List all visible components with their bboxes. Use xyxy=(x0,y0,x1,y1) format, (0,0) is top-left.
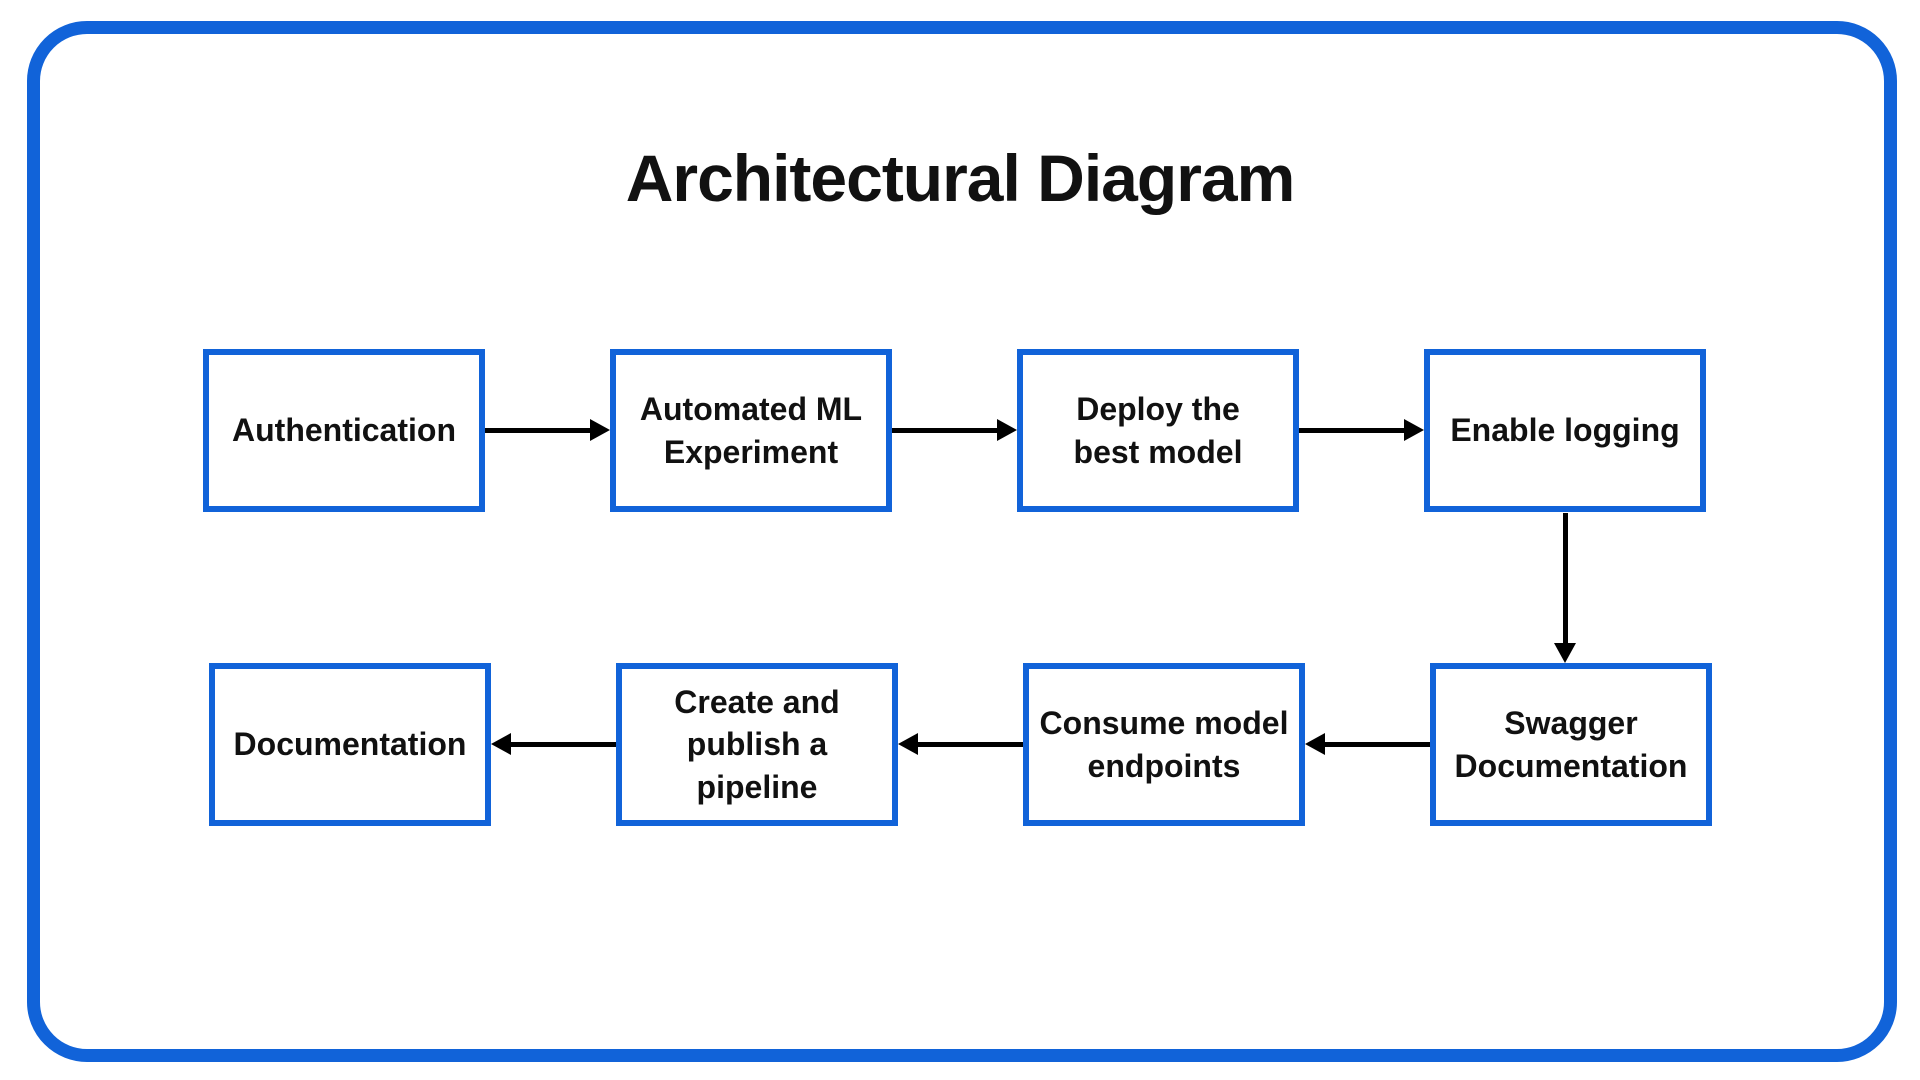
arrow-line xyxy=(892,428,1001,433)
arrowhead-right-icon xyxy=(590,419,610,441)
node-automated-ml-experiment: Automated ML Experiment xyxy=(610,349,892,512)
node-swagger-documentation-label: Swagger Documentation xyxy=(1454,705,1688,784)
node-consume-model-endpoints-label: Consume model endpoints xyxy=(1039,705,1289,784)
arrow-swagger-to-consume xyxy=(1305,732,1430,756)
arrow-automated-ml-to-deploy xyxy=(892,418,1017,442)
node-authentication: Authentication xyxy=(203,349,485,512)
arrow-line xyxy=(1321,742,1430,747)
node-create-publish-pipeline: Create and publish a pipeline xyxy=(616,663,898,826)
arrow-consume-to-pipeline xyxy=(898,732,1023,756)
arrow-authentication-to-automated-ml xyxy=(485,418,610,442)
arrowhead-left-icon xyxy=(898,733,918,755)
node-swagger-documentation: Swagger Documentation xyxy=(1430,663,1712,826)
arrow-line xyxy=(507,742,616,747)
node-consume-model-endpoints: Consume model endpoints xyxy=(1023,663,1305,826)
arrow-deploy-to-enable-logging xyxy=(1299,418,1424,442)
arrow-line xyxy=(485,428,594,433)
node-enable-logging: Enable logging xyxy=(1424,349,1706,512)
arrow-line xyxy=(914,742,1023,747)
arrow-line xyxy=(1299,428,1408,433)
arrow-enable-logging-to-swagger xyxy=(1553,513,1577,663)
arrowhead-right-icon xyxy=(997,419,1017,441)
node-automated-ml-experiment-label: Automated ML Experiment xyxy=(639,391,863,470)
arrowhead-left-icon xyxy=(1305,733,1325,755)
node-documentation-label: Documentation xyxy=(233,726,467,763)
node-enable-logging-label: Enable logging xyxy=(1450,412,1680,449)
outer-border-frame xyxy=(27,21,1897,1062)
node-documentation: Documentation xyxy=(209,663,491,826)
arrowhead-right-icon xyxy=(1404,419,1424,441)
arrowhead-down-icon xyxy=(1554,643,1576,663)
node-create-publish-pipeline-label: Create and publish a pipeline xyxy=(674,684,840,805)
arrowhead-left-icon xyxy=(491,733,511,755)
node-deploy-best-model: Deploy the best model xyxy=(1017,349,1299,512)
diagram-title: Architectural Diagram xyxy=(625,141,1296,215)
arrow-line xyxy=(1563,513,1568,647)
node-authentication-label: Authentication xyxy=(232,412,456,449)
arrow-pipeline-to-documentation xyxy=(491,732,616,756)
node-deploy-best-model-label: Deploy the best model xyxy=(1073,391,1243,470)
